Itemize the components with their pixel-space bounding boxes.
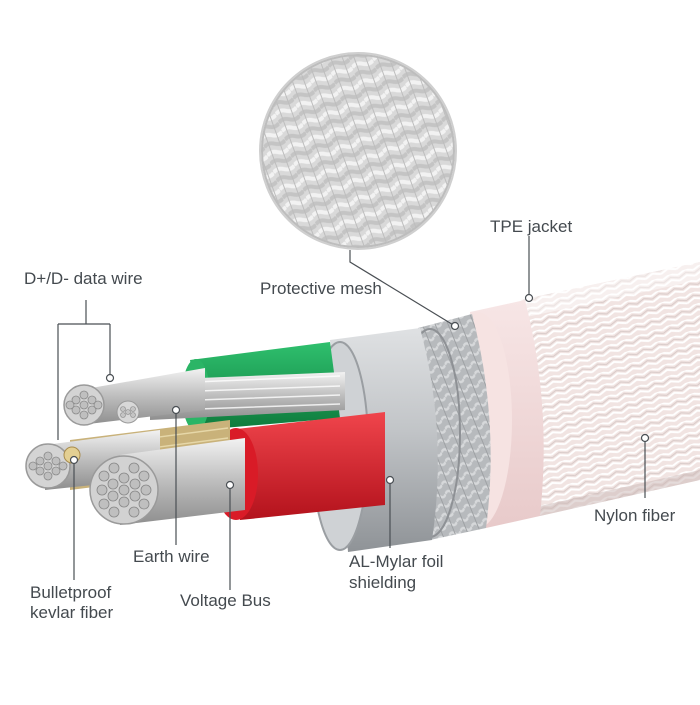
label-voltage-bus: Voltage Bus [180,591,271,610]
nylon-fiber-jacket [520,262,700,516]
earth-wire-end [116,400,140,424]
label-nylon-fiber: Nylon fiber [594,506,676,525]
label-protective-mesh: Protective mesh [260,279,382,298]
label-mylar-line1: AL-Mylar foil [349,552,444,571]
leader-dots [69,293,650,490]
voltage-bus-strands [89,438,245,525]
label-tpe-jacket: TPE jacket [490,217,573,236]
label-data-wire: D+/D- data wire [24,269,143,288]
label-mylar-line2: shielding [349,573,417,592]
label-earth-wire: Earth wire [133,547,210,566]
label-kevlar-line1: Bulletproof [30,583,112,602]
leader-lines [57,236,646,590]
label-kevlar-line2: kevlar fiber [30,603,114,622]
mesh-zoom-circle [259,52,457,250]
